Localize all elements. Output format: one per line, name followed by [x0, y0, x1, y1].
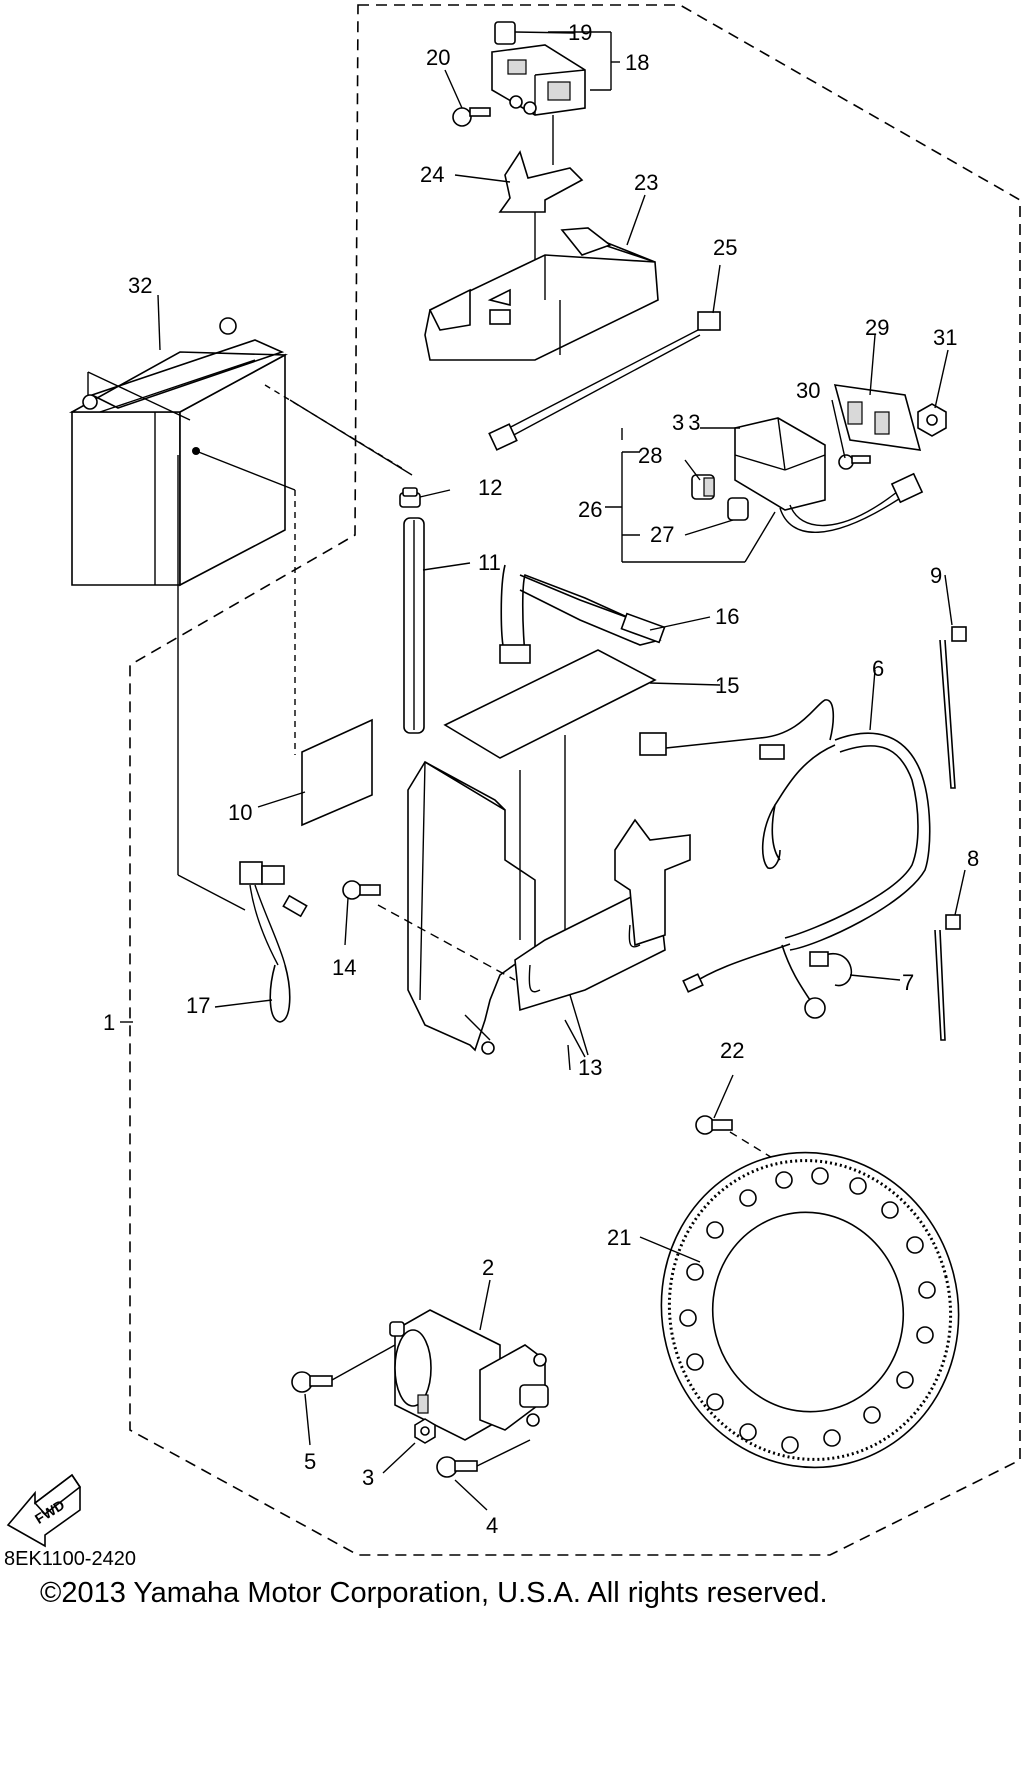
- callout-9: 9: [930, 563, 942, 588]
- cap-28: [691, 474, 715, 500]
- callout-28: 28: [638, 443, 662, 468]
- callout-5: 5: [304, 1449, 316, 1474]
- callout-labels: 1 2 3 4 5 6 7 8 9 10 11 12 13 14 15 16 1…: [103, 20, 979, 1538]
- lead-17: [239, 861, 308, 1023]
- callout-18: 18: [625, 50, 649, 75]
- callout-27: 27: [650, 522, 674, 547]
- callout-3: 3: [362, 1465, 374, 1490]
- callout-6: 6: [872, 656, 884, 681]
- callout-25: 25: [713, 235, 737, 260]
- bolt-22: [695, 1115, 733, 1135]
- starter-motor: [389, 1309, 549, 1441]
- callout-17: 17: [186, 993, 210, 1018]
- callout-10: 10: [228, 800, 252, 825]
- callout-19: 19: [568, 20, 592, 45]
- clamp-12: [399, 487, 421, 508]
- callout-4: 4: [486, 1513, 498, 1538]
- callout-13: 13: [578, 1055, 602, 1080]
- callout-12: 12: [478, 475, 502, 500]
- callout-8: 8: [967, 846, 979, 871]
- battery-holder: [407, 735, 691, 1055]
- bolt-4: [436, 1456, 478, 1478]
- callout-23: 23: [634, 170, 658, 195]
- callout-7: 7: [902, 970, 914, 995]
- sheet-10: [301, 718, 373, 827]
- bolt-20: [452, 107, 491, 127]
- callout-1: 1: [103, 1010, 115, 1035]
- callout-32: 32: [128, 273, 152, 298]
- nut-3: [414, 1418, 436, 1444]
- nut-31: [917, 403, 947, 437]
- copyright-notice: ©2013 Yamaha Motor Corporation, U.S.A. A…: [40, 1577, 828, 1609]
- bolt-14: [342, 880, 381, 900]
- callout-33: 33: [672, 410, 704, 435]
- cap-27: [727, 497, 749, 521]
- lead-wire-25: [488, 311, 721, 451]
- callout-11: 11: [478, 550, 501, 575]
- cable-tie-9: [939, 626, 967, 789]
- callout-24: 24: [420, 162, 444, 187]
- harness-6: [639, 699, 931, 1019]
- callout-26: 26: [578, 497, 602, 522]
- callout-31: 31: [933, 325, 957, 350]
- plate-29: [833, 384, 922, 451]
- battery-box: [424, 227, 659, 361]
- callout-21: 21: [607, 1225, 631, 1250]
- leader-lines: [120, 31, 966, 1511]
- callout-16: 16: [715, 604, 739, 629]
- screw-30: [838, 454, 871, 470]
- drawing-number: 8EK1100-2420: [4, 1548, 136, 1570]
- callout-15: 15: [715, 673, 739, 698]
- cable-tie-8: [934, 914, 961, 1041]
- battery: [68, 317, 288, 587]
- callout-30: 30: [796, 378, 820, 403]
- callout-14: 14: [332, 955, 356, 980]
- bracket-24: [498, 150, 584, 260]
- starter-relay: [491, 21, 586, 165]
- callout-2: 2: [482, 1255, 494, 1280]
- flywheel: [660, 1151, 960, 1469]
- clamp-7: [809, 951, 853, 987]
- sheet-15: [443, 649, 657, 759]
- bolt-5: [291, 1371, 333, 1393]
- callout-20: 20: [426, 45, 450, 70]
- callout-29: 29: [865, 315, 889, 340]
- callout-22: 22: [720, 1038, 744, 1063]
- rectifier-regulator: [734, 417, 924, 533]
- breather-pipe-11: [403, 517, 425, 734]
- fwd-arrow-icon: FWD: [6, 1473, 82, 1548]
- assembly-boundary: [129, 4, 1021, 1556]
- band-16: [499, 564, 666, 664]
